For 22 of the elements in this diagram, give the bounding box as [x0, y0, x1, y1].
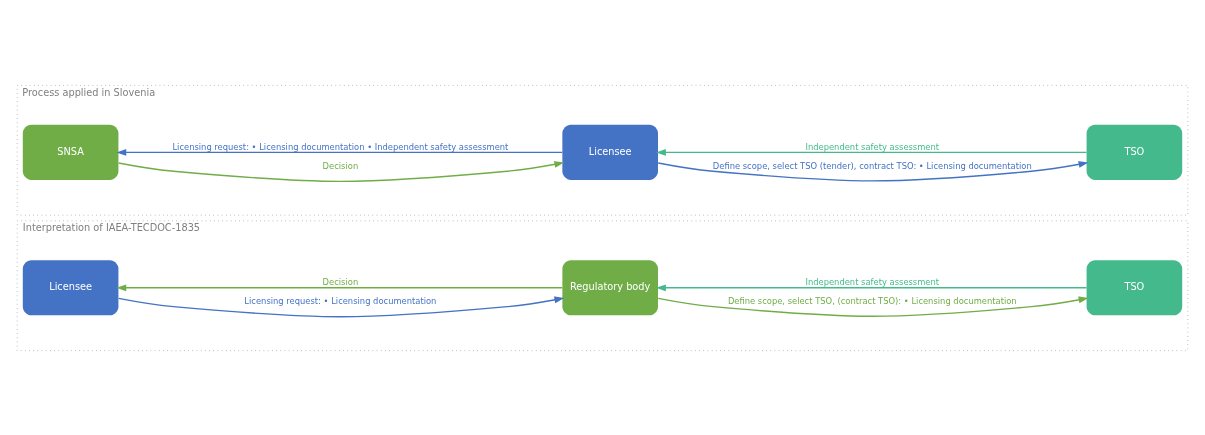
node-box: TSO: [1086, 259, 1183, 315]
edge-label: Independent safety assessment: [805, 276, 940, 287]
arrow: [116, 283, 563, 291]
edge-label: Independent safety assessment: [805, 141, 940, 152]
node-box: Regulatory body: [562, 259, 658, 315]
node-box: Licensee: [22, 259, 119, 315]
node-box: Licensee: [562, 124, 658, 180]
arrow: [117, 295, 565, 317]
arrow: [117, 160, 565, 182]
arrow: [656, 148, 1088, 156]
arrow: [657, 160, 1089, 182]
arrow: [657, 295, 1089, 317]
node-box: TSO: [1086, 124, 1183, 180]
edge-label: Define scope, select TSO (tender), contract TSO: • Licensing documentation: [712, 160, 1032, 171]
node-box: SNSA: [22, 124, 119, 180]
arrow: [116, 148, 563, 156]
arrow: [656, 283, 1088, 291]
edge-label: Define scope, select TSO, (contract TSO): • Licensing documentation: [727, 295, 1017, 306]
edge-label: Licensing request: • Licensing documentation • Independent safety assessment: [172, 141, 509, 152]
edge-label: Decision: [322, 276, 359, 287]
edge-label: Licensing request: • Licensing documentation: [244, 295, 437, 306]
edge-label: Decision: [322, 160, 359, 171]
